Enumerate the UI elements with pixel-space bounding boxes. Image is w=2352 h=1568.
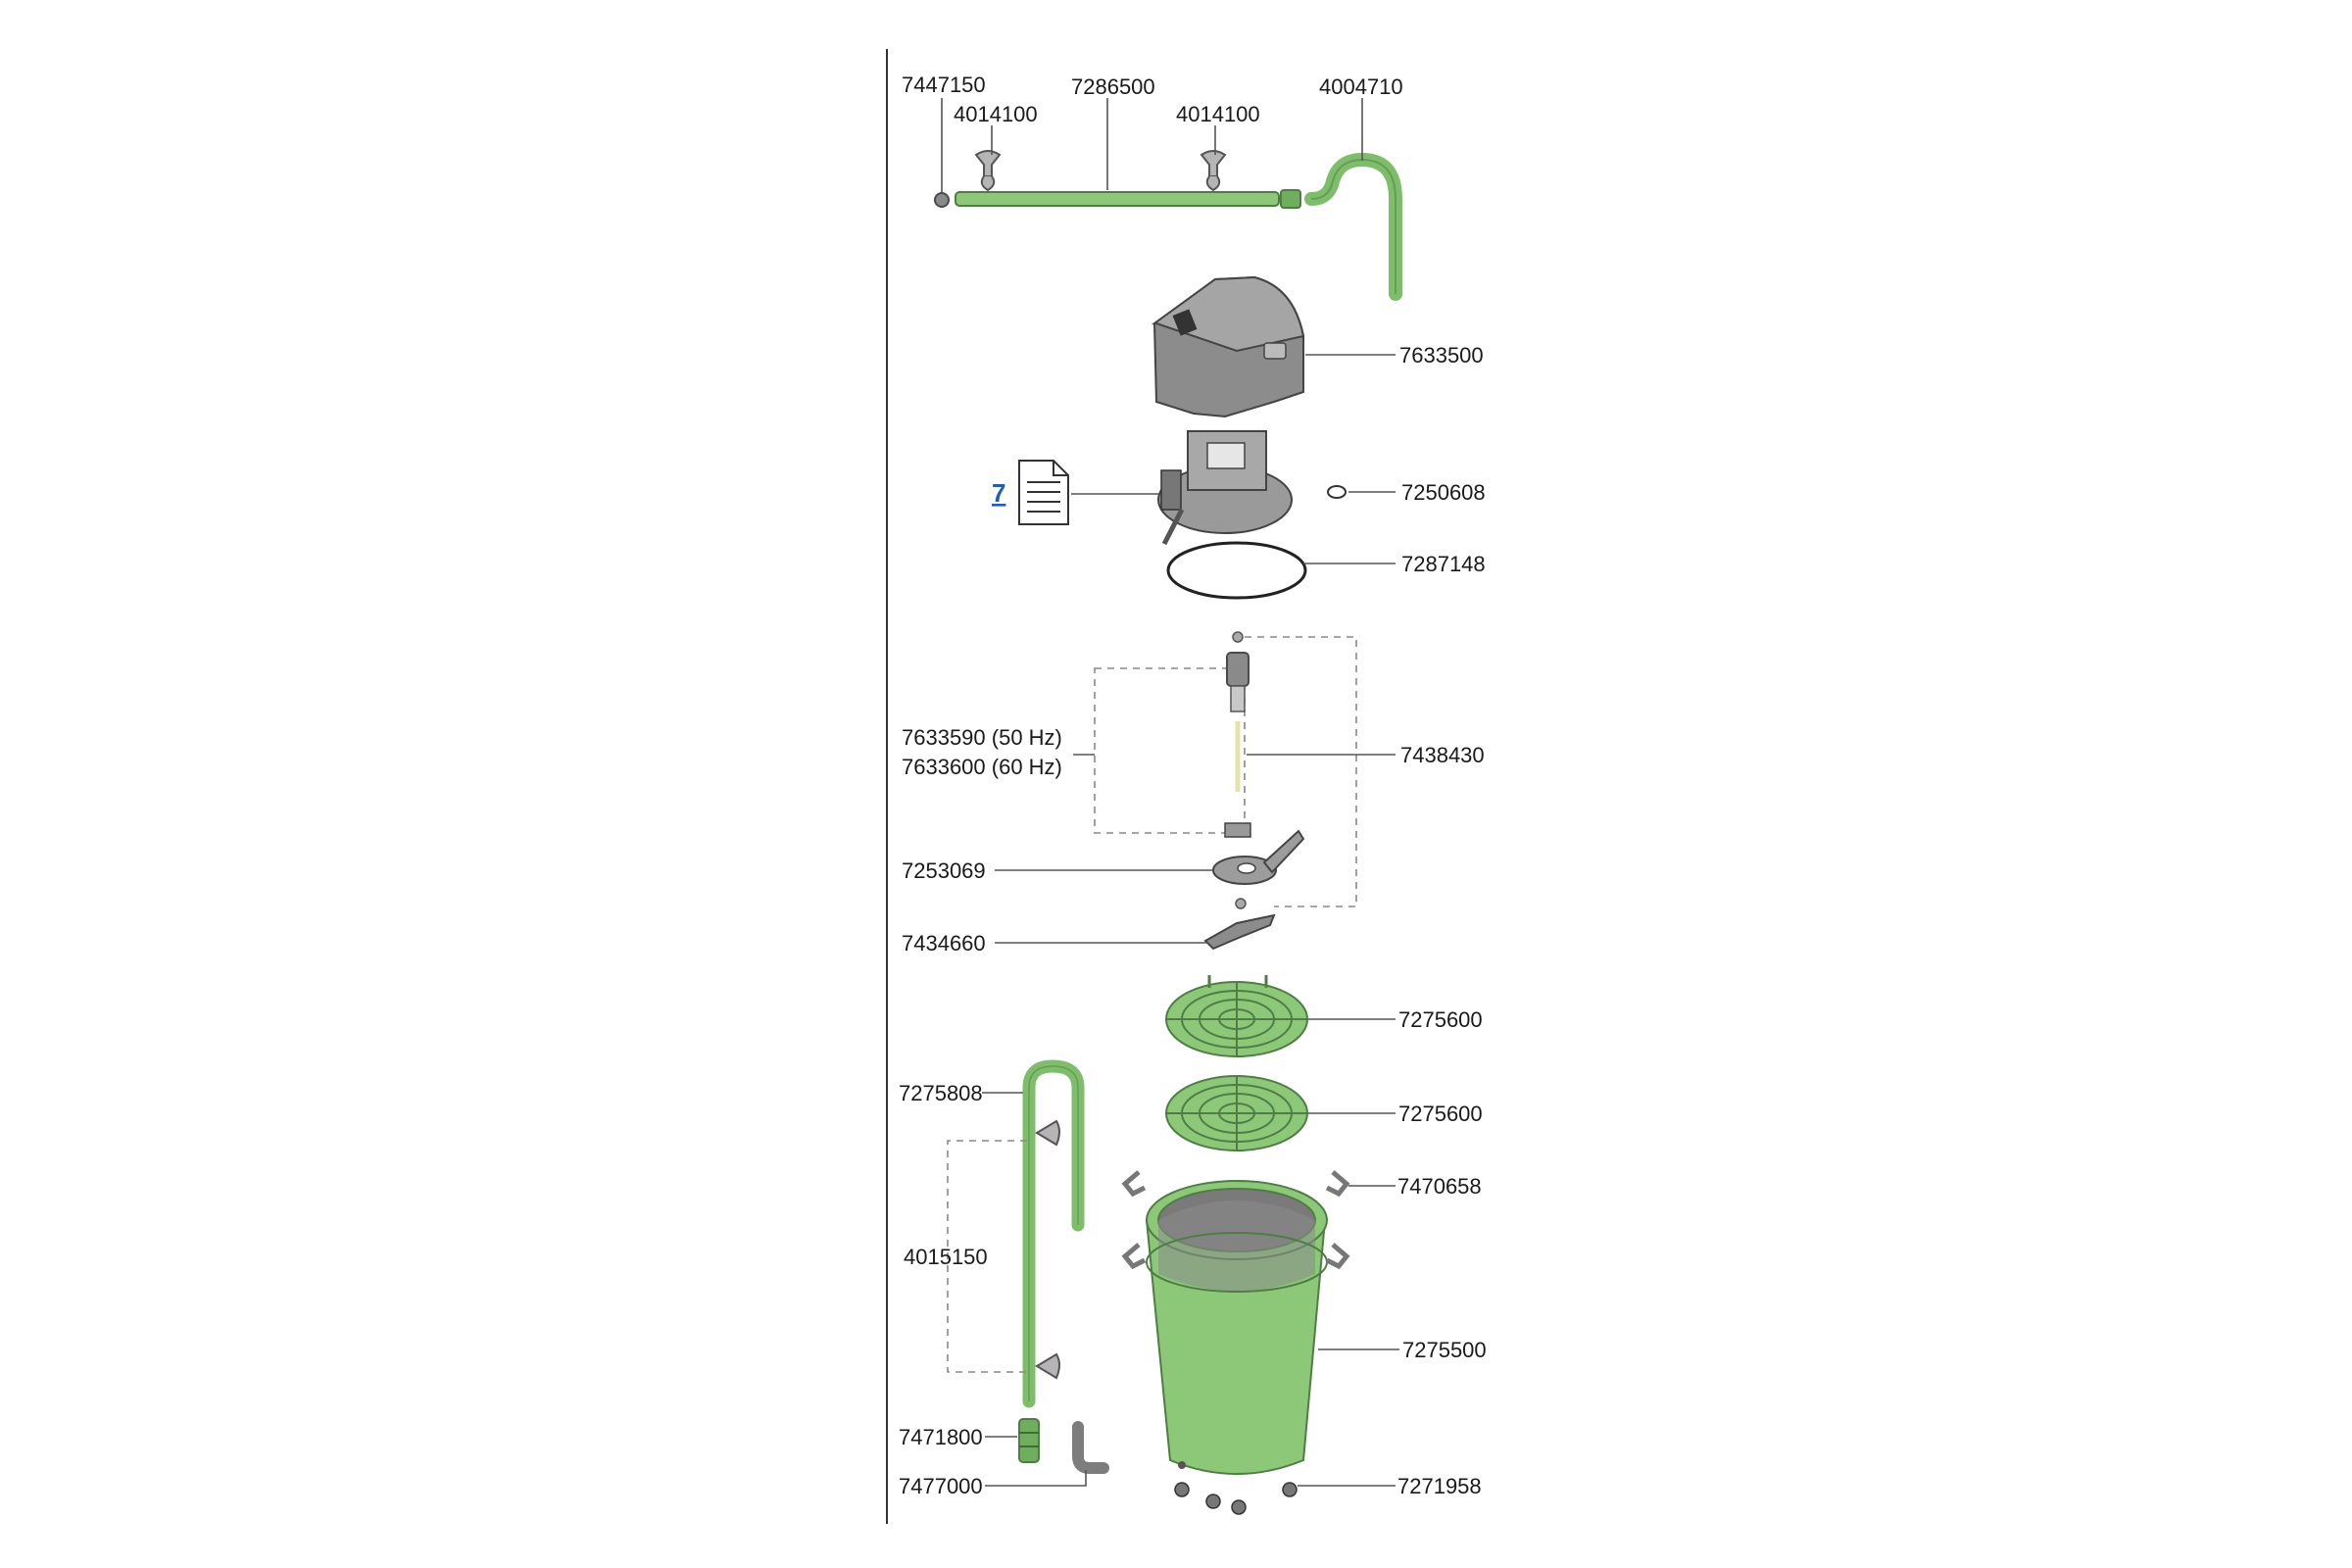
suction-cup-right[interactable] xyxy=(1200,150,1227,192)
sealing-ring[interactable] xyxy=(1166,541,1307,600)
filter-grid-bottom[interactable] xyxy=(1165,1075,1308,1152)
o-ring[interactable] xyxy=(1327,485,1347,499)
clip-left-lower[interactable] xyxy=(1121,1243,1147,1270)
intake-strainer[interactable] xyxy=(1018,1418,1040,1463)
part-label: 7253069 xyxy=(902,858,986,883)
impeller-assembly[interactable] xyxy=(1224,631,1251,838)
intake-pipe[interactable] xyxy=(1022,1059,1085,1408)
clip-right-lower[interactable] xyxy=(1325,1243,1350,1270)
part-label: 7434660 xyxy=(902,931,986,956)
bayonet-part[interactable] xyxy=(1203,913,1276,951)
part-label: 7275808 xyxy=(899,1081,983,1105)
part-label: 7275600 xyxy=(1398,1102,1483,1126)
suction-cup-upper[interactable] xyxy=(1035,1119,1060,1147)
doc-link[interactable]: 7 xyxy=(992,478,1005,508)
part-label: 7286500 xyxy=(1071,74,1155,99)
canister-foot[interactable] xyxy=(1231,1499,1247,1515)
spray-bar-connector[interactable] xyxy=(1280,189,1301,209)
impeller-group-bracket xyxy=(1094,667,1246,834)
suction-cup-left[interactable] xyxy=(974,150,1002,192)
suction-cup-lower[interactable] xyxy=(1035,1352,1060,1380)
document-icon[interactable] xyxy=(1018,460,1069,525)
part-label: 7275500 xyxy=(1402,1338,1487,1362)
clip-left-upper[interactable] xyxy=(1121,1170,1147,1198)
spray-bar[interactable] xyxy=(955,191,1280,207)
part-label: 7477000 xyxy=(899,1474,983,1498)
part-label: 7447150 xyxy=(902,73,986,97)
part-label: 7271958 xyxy=(1397,1474,1482,1498)
part-label: 7275600 xyxy=(1398,1007,1483,1032)
outlet-pipe-assembly xyxy=(934,150,1402,301)
pump-head[interactable] xyxy=(1157,430,1293,546)
filter-canister[interactable] xyxy=(1145,1180,1328,1475)
pump-head-cover[interactable] xyxy=(1151,275,1305,418)
clip-right-upper[interactable] xyxy=(1325,1170,1350,1198)
part-label: 7633500 xyxy=(1399,343,1484,368)
part-label: 7438430 xyxy=(1400,743,1485,767)
part-label: 7287148 xyxy=(1401,552,1486,576)
part-label: 7250608 xyxy=(1401,480,1486,505)
impeller-cover[interactable] xyxy=(1212,829,1305,885)
part-label: 7470658 xyxy=(1397,1174,1482,1199)
part-label: 4014100 xyxy=(1176,102,1260,126)
elbow-pipe[interactable] xyxy=(1304,152,1402,301)
canister-foot[interactable] xyxy=(1174,1482,1190,1497)
end-cap[interactable] xyxy=(934,192,950,208)
part-label: 4014100 xyxy=(954,102,1038,126)
part-label: 4004710 xyxy=(1319,74,1403,99)
elbow-connector[interactable] xyxy=(1072,1421,1109,1474)
part-label: 4015150 xyxy=(904,1245,988,1269)
part-label: 7633590 (50 Hz) xyxy=(902,725,1062,750)
part-label: 7471800 xyxy=(899,1425,983,1449)
canister-foot[interactable] xyxy=(1282,1482,1298,1497)
filter-grid-top[interactable] xyxy=(1165,975,1308,1057)
canister-foot[interactable] xyxy=(1205,1494,1221,1509)
part-label: 7633600 (60 Hz) xyxy=(902,755,1062,779)
